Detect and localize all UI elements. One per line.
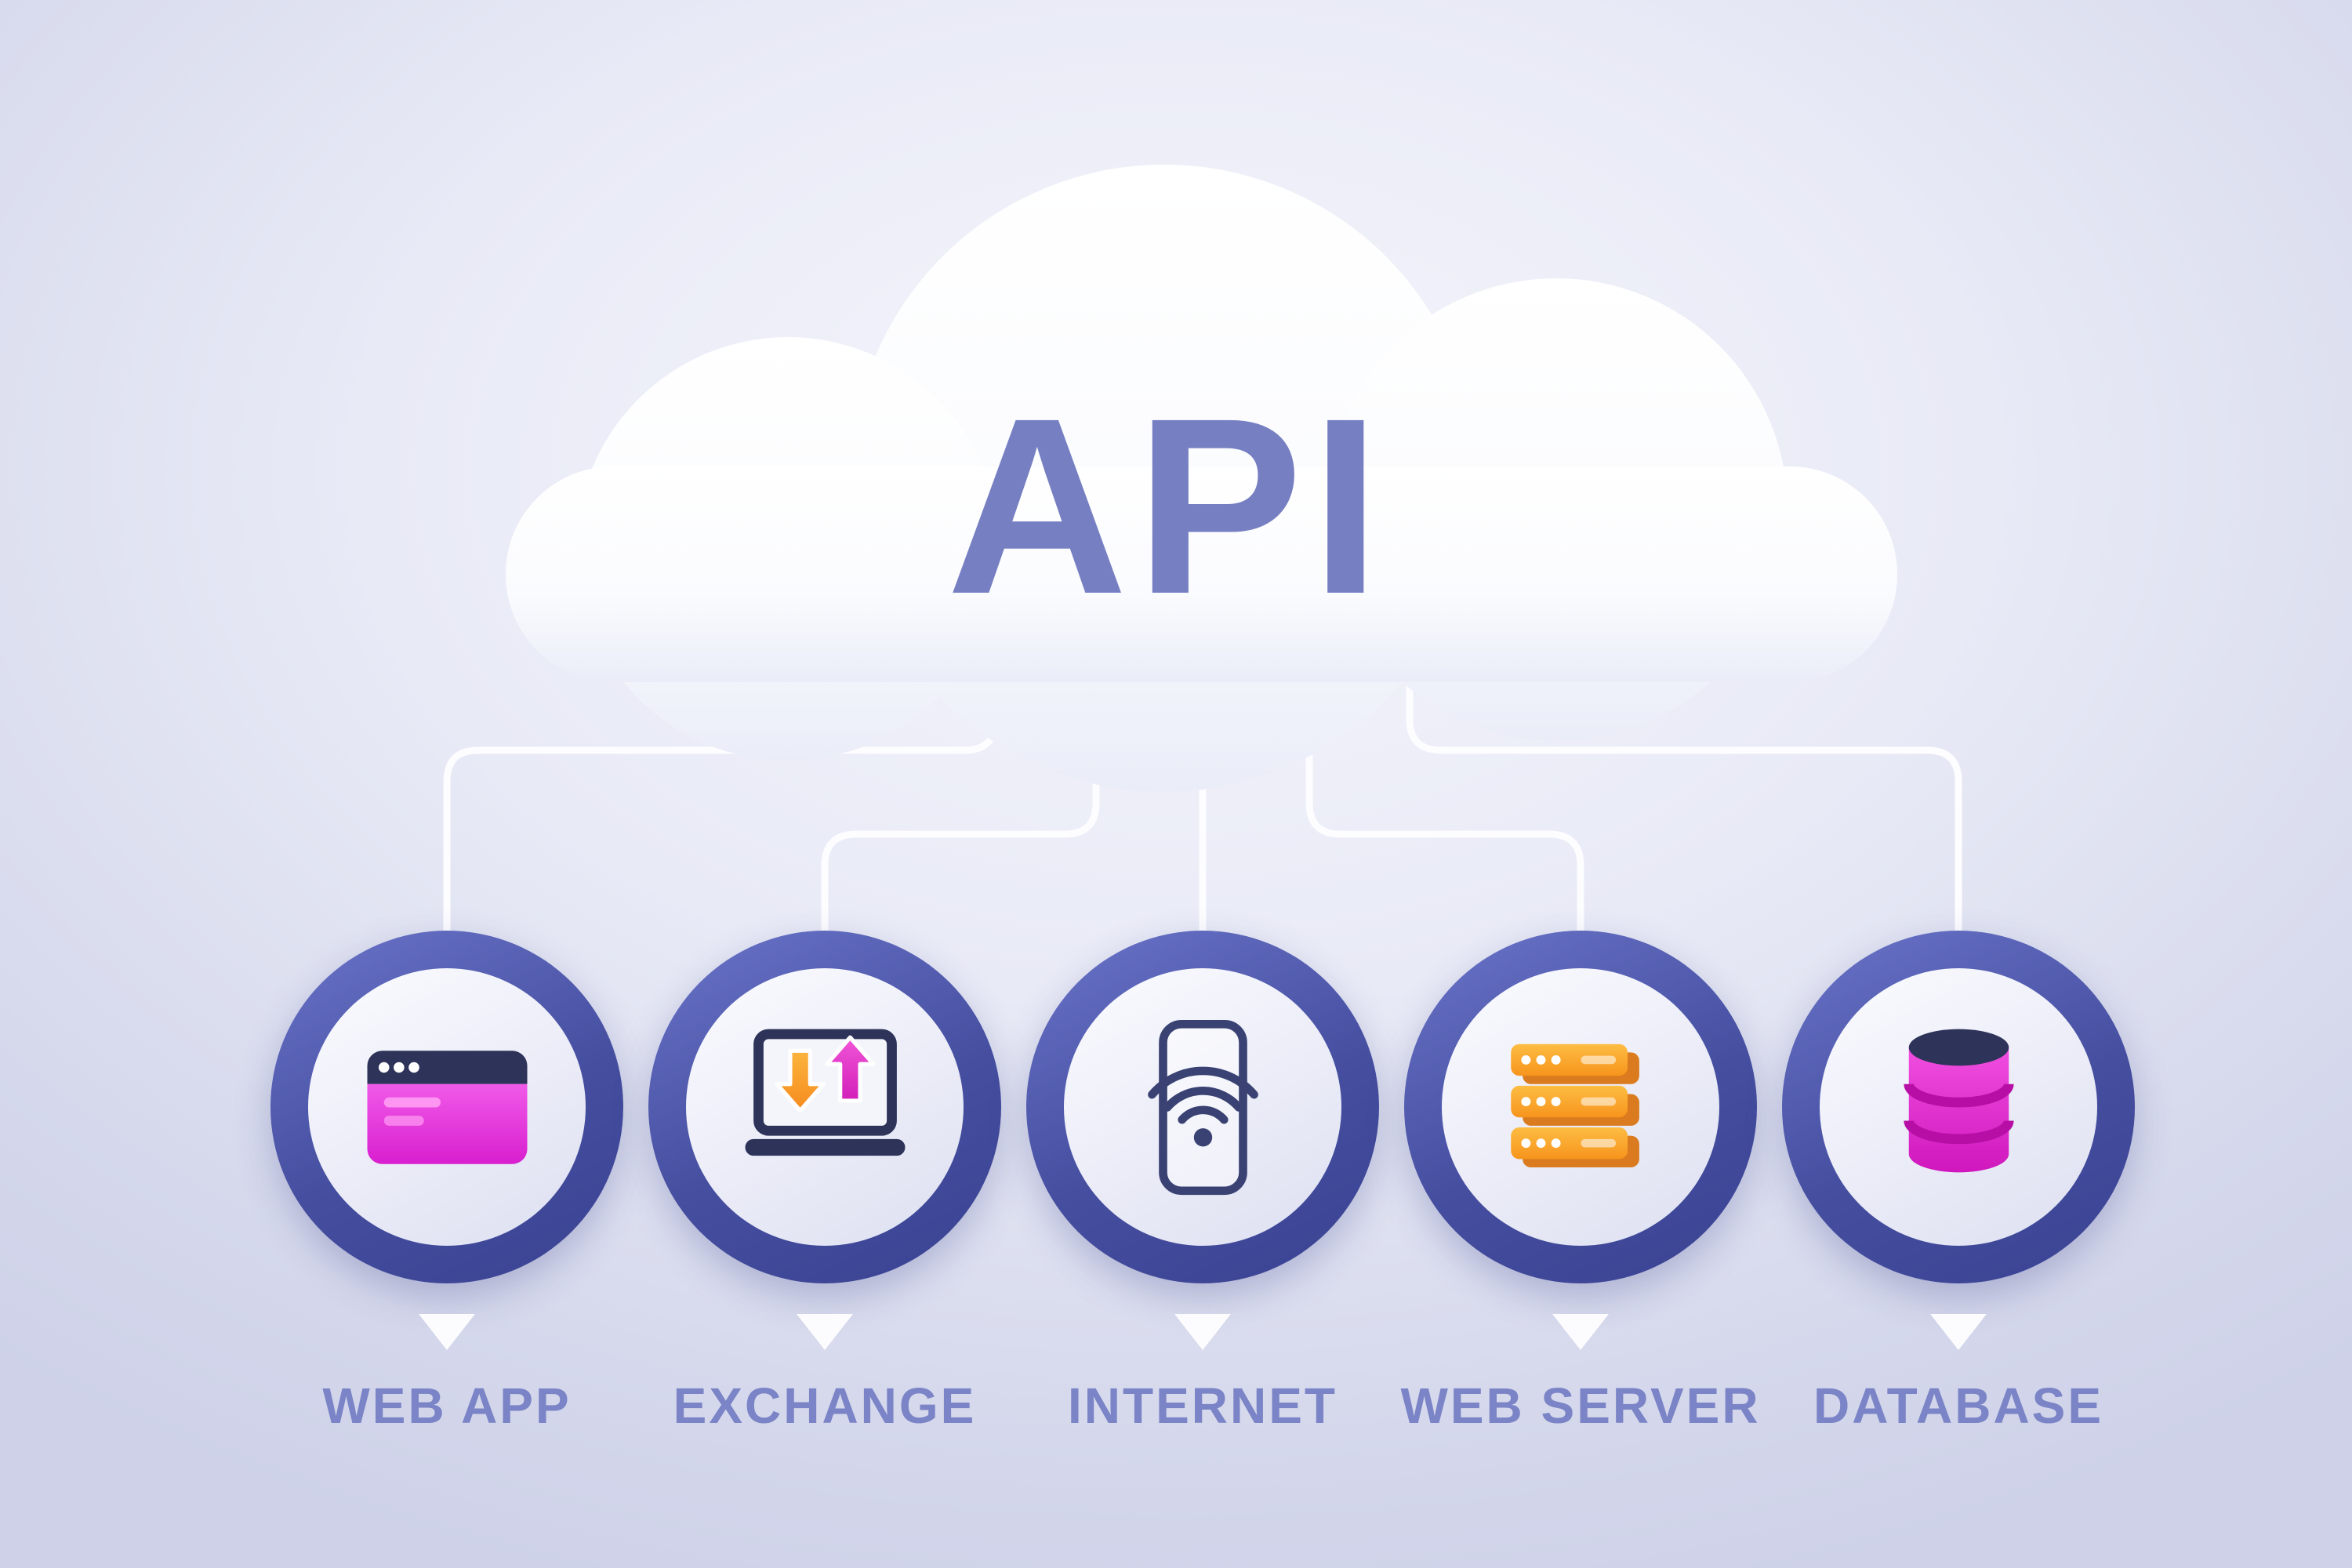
database-cylinder-icon <box>1903 1029 2014 1172</box>
cloud-shape <box>506 165 1897 792</box>
node-label-exchange: EXCHANGE <box>673 1377 977 1434</box>
node-database-inner <box>1820 968 2097 1246</box>
down-pointer-database <box>1930 1314 1987 1350</box>
node-web-server-inner <box>1442 968 1719 1246</box>
node-internet <box>1026 931 1379 1283</box>
node-database <box>1782 931 2135 1283</box>
node-internet-inner <box>1064 968 1341 1246</box>
node-label-web-app: WEB APP <box>322 1377 572 1434</box>
connector-web-server <box>1305 662 1584 938</box>
node-label-web-server: WEB SERVER <box>1400 1377 1761 1434</box>
browser-window-icon <box>367 1050 527 1164</box>
node-web-server <box>1404 931 1757 1283</box>
node-web-app <box>270 931 623 1283</box>
connector-exchange <box>821 662 1100 938</box>
down-pointer-exchange <box>797 1314 853 1350</box>
down-pointer-internet <box>1174 1314 1231 1350</box>
api-cloud-title: API <box>946 365 1388 646</box>
node-exchange <box>648 931 1001 1283</box>
node-label-internet: INTERNET <box>1068 1377 1338 1434</box>
laptop-sync-arrows-icon <box>745 1029 905 1156</box>
node-exchange-inner <box>686 968 964 1246</box>
smartphone-wifi-icon <box>1147 1019 1258 1195</box>
node-label-database: DATABASE <box>1813 1377 2104 1434</box>
server-stack-icon <box>1510 1044 1639 1167</box>
connector-database <box>1406 662 1962 938</box>
node-web-app-inner <box>308 968 586 1246</box>
down-pointer-web-server <box>1552 1314 1609 1350</box>
down-pointer-web-app <box>419 1314 475 1350</box>
